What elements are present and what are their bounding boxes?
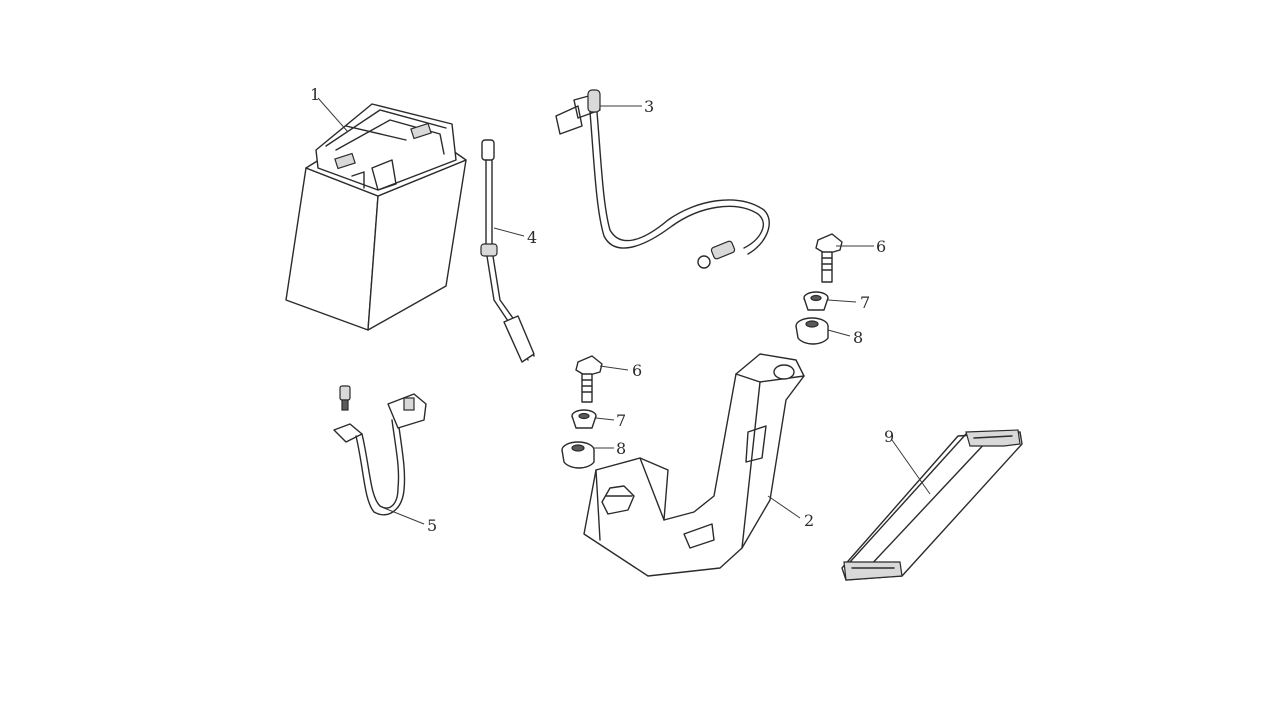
callout-3: 3 (644, 97, 654, 116)
callout-8-left: 8 (616, 439, 626, 458)
callout-1: 1 (310, 85, 320, 104)
callout-9: 9 (884, 427, 894, 446)
leader-lines (317, 97, 931, 525)
callout-6-left: 6 (632, 361, 642, 380)
grommet-left (561, 441, 595, 469)
collar-left (571, 409, 597, 429)
bolt-left (575, 355, 603, 403)
callout-8-right: 8 (853, 328, 863, 347)
grommet-right (795, 317, 829, 345)
callout-2: 2 (804, 511, 814, 530)
callout-4: 4 (527, 228, 537, 247)
breather-tube (480, 139, 535, 363)
positive-cable (555, 89, 770, 269)
battery (285, 103, 467, 331)
bolt-right (815, 233, 843, 283)
callout-7-right: 7 (860, 293, 870, 312)
callout-6-right: 6 (876, 237, 886, 256)
battery-strap (841, 429, 1023, 581)
battery-bracket (583, 353, 805, 577)
negative-cable (333, 385, 427, 516)
collar-right (803, 291, 829, 311)
callout-5: 5 (427, 516, 437, 535)
callout-7-left: 7 (616, 411, 626, 430)
